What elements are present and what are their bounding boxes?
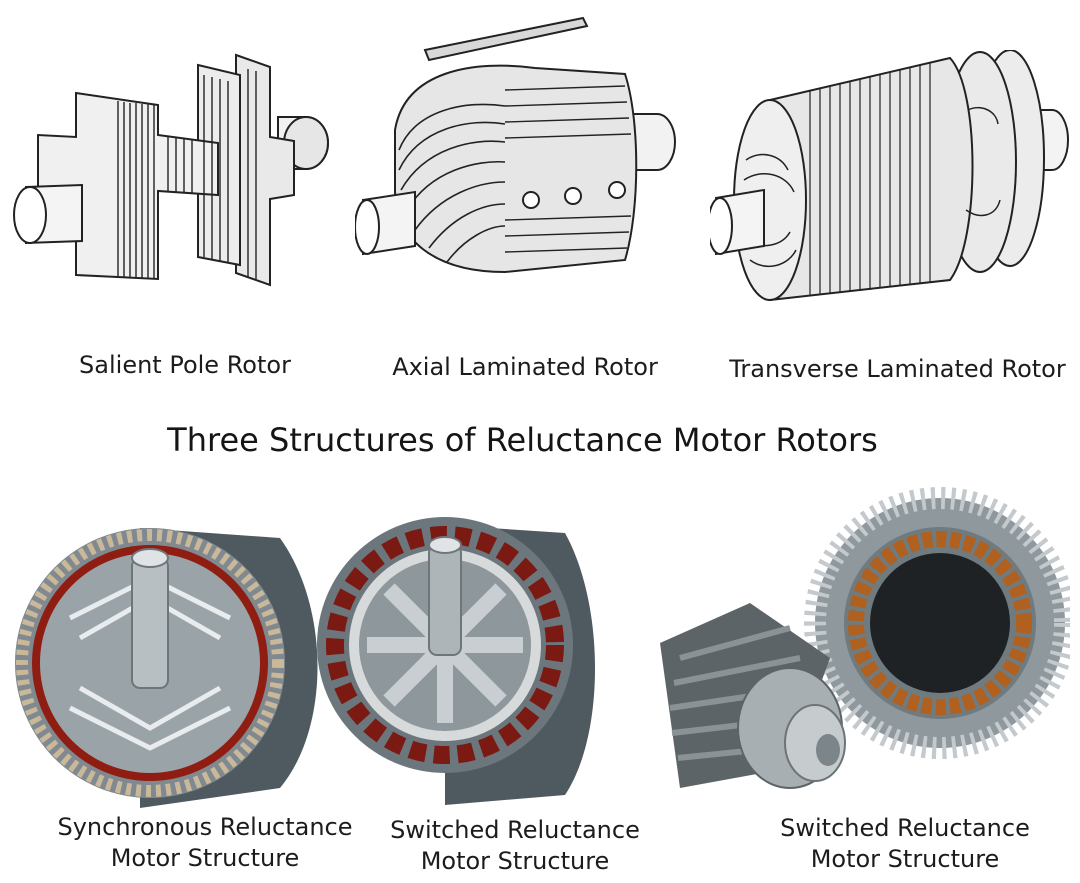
synchronous-reluctance-motor-illustration [15, 528, 318, 808]
caption-line-2: Motor Structure [420, 847, 610, 875]
caption-axial-laminated-rotor: Axial Laminated Rotor [392, 353, 658, 381]
caption-line-1: Switched Reluctance [780, 814, 1030, 842]
caption-transverse-laminated-rotor: Transverse Laminated Rotor [729, 355, 1066, 383]
transverse-laminated-rotor-illustration [710, 50, 1069, 302]
caption-line-2: Motor Structure [110, 844, 300, 872]
caption-salient-pole-rotor: Salient Pole Rotor [79, 351, 291, 379]
caption-line-1: Switched Reluctance [390, 816, 640, 844]
switched-reluctance-motor-illustration-a [317, 517, 595, 805]
caption-switched-reluctance-motor-a: Switched Reluctance Motor Structure [380, 815, 650, 877]
caption-switched-reluctance-motor-b: Switched Reluctance Motor Structure [760, 813, 1050, 875]
axial-laminated-rotor-illustration [355, 16, 676, 274]
main-title: Three Structures of Reluctance Motor Rot… [167, 421, 878, 459]
salient-pole-rotor-illustration [13, 53, 329, 287]
switched-reluctance-motor-illustration-b [660, 487, 1070, 789]
caption-line-1: Synchronous Reluctance [57, 813, 353, 841]
caption-synchronous-reluctance-motor: Synchronous Reluctance Motor Structure [40, 812, 370, 874]
caption-line-2: Motor Structure [810, 845, 1000, 873]
